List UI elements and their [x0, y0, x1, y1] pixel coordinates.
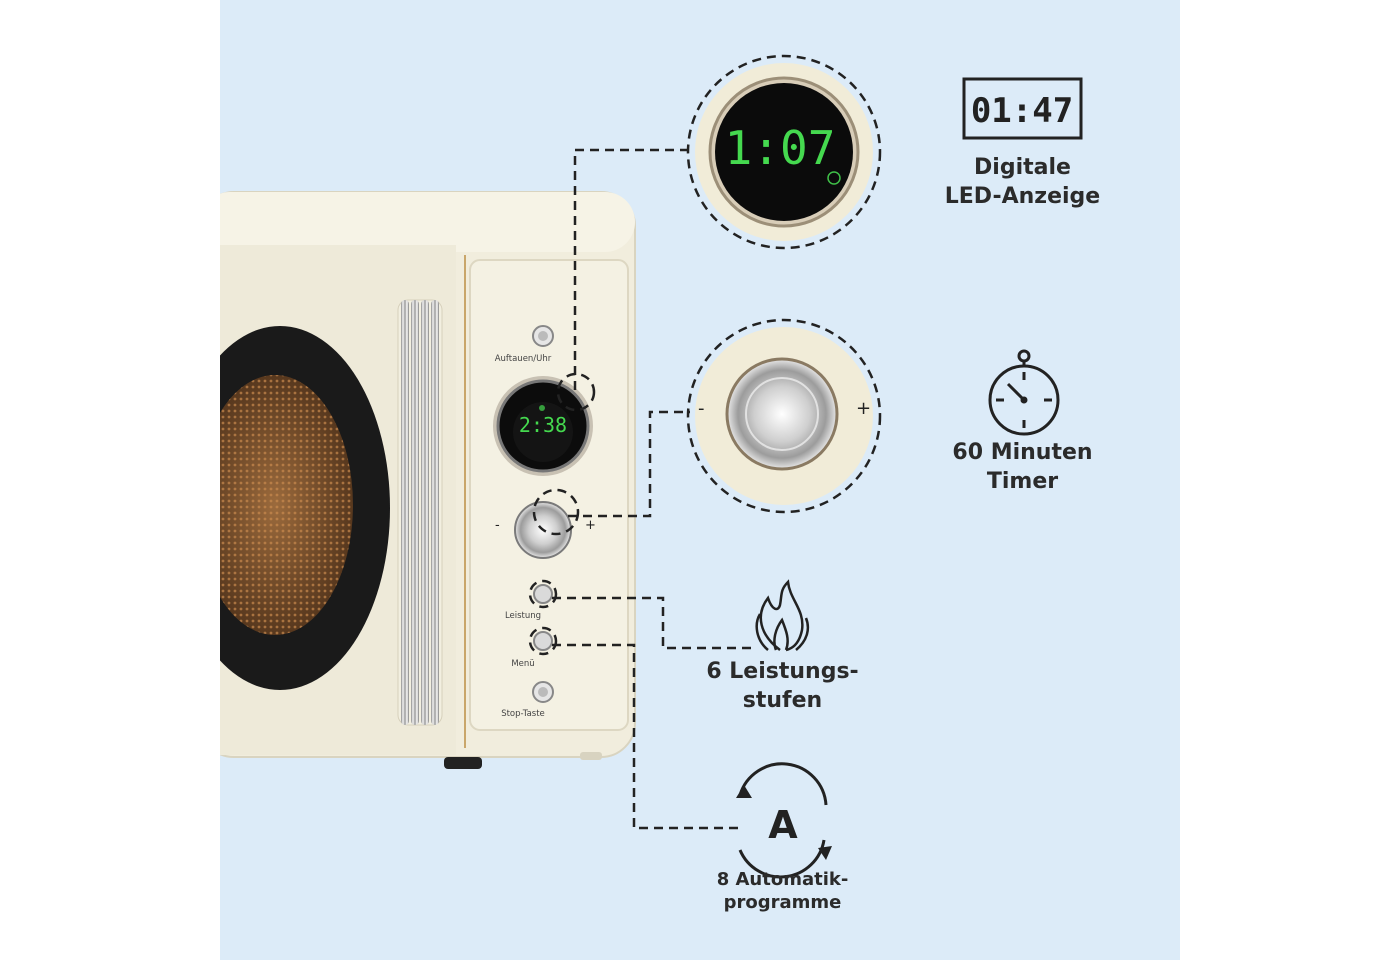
feature-auto-line1: 8 Automatik-	[716, 869, 849, 890]
menu-label: Menü	[511, 659, 535, 669]
feature-auto-line2: programme	[723, 892, 842, 913]
appliance-controls	[493, 325, 593, 703]
feature-timer-line2: Timer	[986, 469, 1059, 494]
feature-display-line2: LED-Anzeige	[944, 184, 1101, 209]
zoom-display-time: 1:07	[725, 121, 836, 175]
flame-icon	[755, 579, 810, 652]
door-window	[220, 326, 390, 690]
illustration: 2:38 1:07 01:47 A	[220, 54, 1083, 879]
zoom-knob-plus: +	[856, 398, 872, 419]
appliance-knob-plus: +	[585, 518, 596, 533]
feature-power-line1: 6 Leistungs-	[706, 659, 859, 684]
stop-label: Stop-Taste	[501, 709, 545, 719]
stopwatch-icon	[988, 349, 1060, 436]
feature-power-line2: stufen	[742, 688, 823, 713]
appliance-knob-minus: -	[495, 518, 500, 533]
feature-display-line1: Digitale	[974, 155, 1071, 180]
door-handle	[397, 299, 443, 726]
feature-power-label: 6 Leistungs- stufen	[680, 657, 885, 715]
auftauen-uhr-label: Auftauen/Uhr	[494, 354, 552, 364]
zoom-knob-minus: -	[698, 398, 705, 419]
feature-timer-line1: 60 Minuten	[952, 440, 1093, 465]
feature-display-label: Digitale LED-Anzeige	[920, 153, 1125, 211]
zoom-display	[695, 63, 873, 241]
connector-lines	[528, 54, 882, 830]
product-panel: 2:38 1:07 01:47 A Auftauen/Uhr Leistung …	[220, 0, 1180, 960]
digital-clock-icon	[962, 77, 1083, 140]
auto-program-icon	[736, 762, 832, 879]
feature-timer-label: 60 Minuten Timer	[920, 438, 1125, 496]
microwave	[220, 191, 636, 769]
appliance-display-time: 2:38	[519, 413, 567, 437]
digital-clock-text: 01:47	[971, 91, 1073, 131]
feature-auto-label: 8 Automatik- programme	[680, 868, 885, 914]
leistung-label: Leistung	[504, 611, 542, 621]
zoom-knob	[695, 327, 873, 505]
auto-icon-letter: A	[768, 803, 798, 847]
